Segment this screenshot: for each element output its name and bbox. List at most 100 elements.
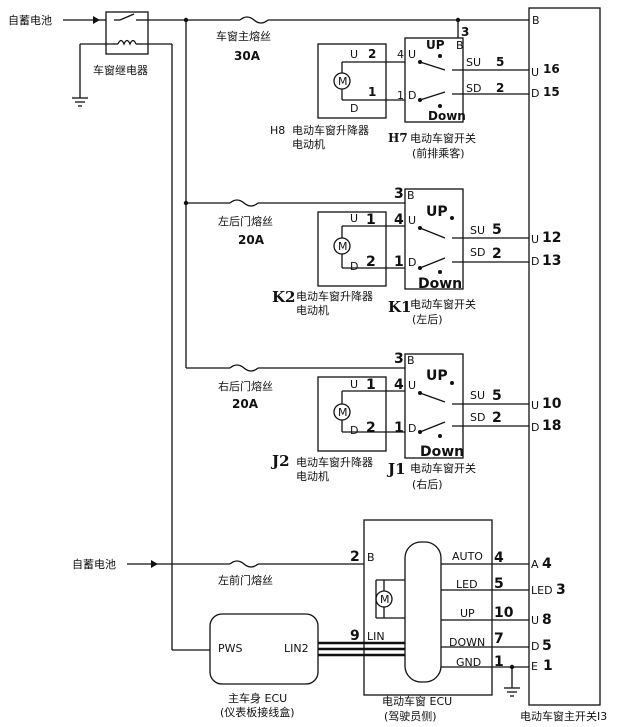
motor-pin-num: 1 [366,377,376,393]
master-pin-b: B [532,14,540,27]
motor-pin-num: 2 [366,420,376,436]
master-pin-number: 5 [542,638,552,654]
motor-pin-u: U [350,48,358,61]
right-rear-fuse-rating: 20A [232,397,259,411]
master-pin-letter: D [531,87,539,100]
switch-up-label: UP [426,204,448,220]
switch-pin-num: 5 [492,222,502,238]
body-ecu-box [209,613,319,685]
window-relay [105,11,149,55]
ecu-pin-gnd: GND [456,656,481,669]
switch-contact-icon [419,61,446,71]
ecu-pin-led: LED [456,578,478,591]
driver-ecu-name: 电动车窗 ECU [382,694,452,708]
main-fuse-icon [239,16,269,24]
left-rear-fuse-label: 左后门熔丝 [218,214,273,228]
ecu-pin-lin: LIN [367,630,385,643]
switch-pin-u: U [408,214,416,227]
master-pin-number: 18 [542,418,561,434]
motor-pin-num: 1 [366,212,376,228]
switch-box-h7 [404,37,464,123]
switch-pin-num: 4 [394,212,404,228]
motor-pin-num: 2 [366,254,376,270]
top-feed: 自蓄电池 车窗继电器 车窗主熔丝 30A [8,11,529,651]
motor-code: K2 [272,288,295,306]
switch-contact-icon [419,421,446,433]
master-pin-letter: U [531,614,539,627]
switch-pin-num: 5 [496,55,504,69]
main-fuse-rating: 30A [234,49,261,63]
switch-pin-d: D [408,256,416,269]
master-pin-number: 15 [543,85,560,99]
motor-code: J2 [270,452,290,470]
motor-code: H8 [270,124,285,137]
front-passenger-window: M U D 2 1 H8 电动车窗升降器 电动机 4 U 1 D UP Down… [270,17,529,160]
motor-pin-u: U [350,212,358,225]
motor-box-h8 [317,43,387,119]
master-pin-number: 1 [543,658,553,674]
switch-pin-b: B [456,39,464,52]
switch-pin-su: SU [470,224,485,237]
motor-name: 电动机 [296,469,329,483]
switch-box-j1 [404,353,464,459]
ecu-module [404,541,442,683]
motor-pin-d: D [350,102,358,115]
motor-box-j2 [317,376,387,452]
master-pin-letter: E [531,660,538,673]
switch-pin-sd: SD [470,246,485,259]
body-ecu-name: 主车身 ECU [228,691,287,705]
switch-pos: (右后) [412,477,443,491]
ecu-pin-num: 1 [494,654,504,670]
motor-name: 电动车窗升降器 [296,289,373,303]
main-body-ecu: PWS LIN2 主车身 ECU (仪表板接线盒) [209,613,319,719]
master-pin-letter: U [531,66,539,79]
ecu-pin-num: 2 [350,549,360,565]
master-pin-number: 8 [542,612,552,628]
switch-down-label: Down [418,276,462,292]
right-rear-fuse-icon [229,364,259,372]
ecu-pin-num: 5 [494,576,504,592]
master-pin-letter: U [531,233,539,246]
motor-name: 电动车窗升降器 [292,123,369,137]
switch-pin-d: D [408,422,416,435]
ecu-pin-up: UP [460,607,475,620]
switch-pin-num: 4 [394,377,404,393]
switch-pin-num: 2 [492,246,502,262]
master-switch-i3: B 电动车窗主开关I3 U 16 D 15 U 12 D 13 U 10 D 1… [520,7,607,723]
master-pin-letter: D [531,640,539,653]
switch-name: 电动车窗开关 [410,297,476,311]
master-pin-number: 3 [556,582,566,598]
master-pin-number: 10 [542,396,562,412]
master-pin-letter: U [531,399,539,412]
switch-pin-num: 3 [461,25,469,39]
switch-contact-icon [419,91,446,101]
master-pin-letter: D [531,255,539,268]
left-rear-fuse-icon [229,199,259,207]
switch-contact-icon [419,257,446,269]
ecu-pin-num: 7 [494,631,504,647]
main-fuse-label: 车窗主熔丝 [216,29,271,43]
ecu-pin-b: B [367,551,375,564]
switch-box-k1 [404,188,464,290]
master-pin-number: 4 [542,556,552,572]
ecu-pin-num: 4 [494,550,504,566]
switch-pin-num: 3 [394,351,404,367]
arrow-icon [151,560,158,568]
motor-pin-num: 2 [368,47,376,61]
switch-pin-sd: SD [466,82,481,95]
motor-name: 电动车窗升降器 [296,455,373,469]
switch-pin-num: 2 [492,410,502,426]
motor-m-letter: M [338,406,348,419]
motor-box-k2 [317,211,387,287]
switch-pin-u: U [408,48,416,61]
master-switch-box [528,7,601,706]
ecu-pin-down: DOWN [449,636,485,649]
right-rear-fuse-label: 右后门熔丝 [218,379,273,393]
switch-pin-num: 1 [394,254,404,270]
switch-code: H7 [388,131,408,145]
switch-pin-b: B [407,189,415,202]
motor-m-letter: M [380,593,390,606]
switch-contact-icon [419,227,446,239]
switch-pin-num: 4 [397,48,404,61]
